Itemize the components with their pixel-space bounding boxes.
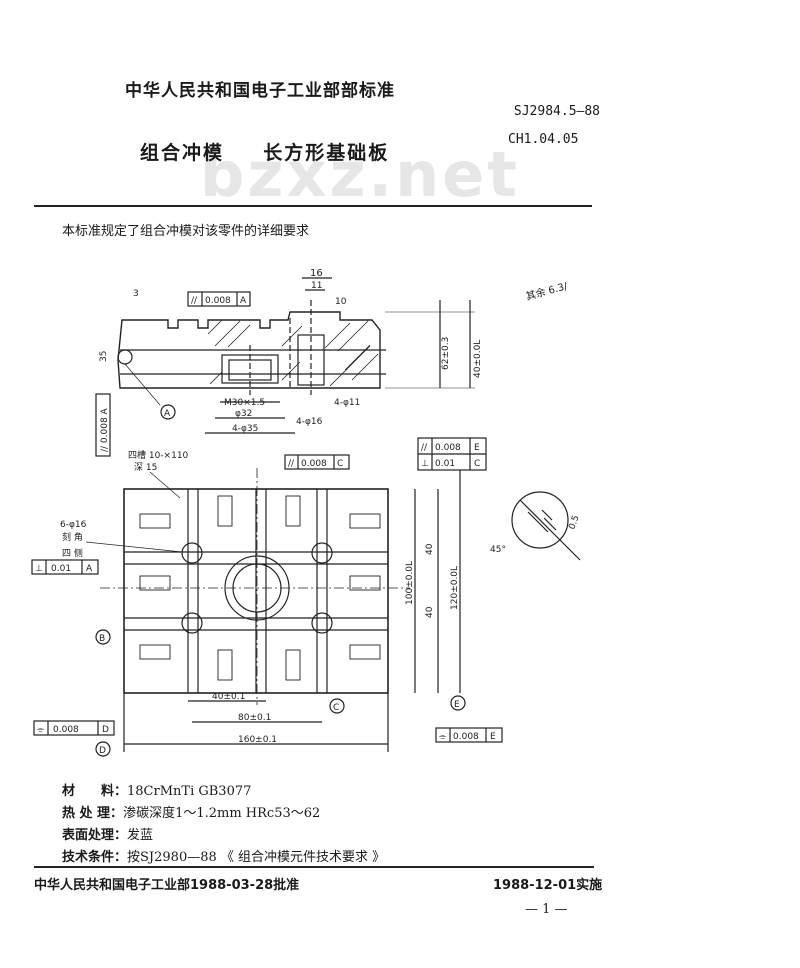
detail-view: 45° 0.5 — [490, 491, 582, 561]
datum-label-d: D — [99, 746, 106, 756]
footer-rule — [34, 866, 594, 868]
left-parallel-tolerance: // 0.008 A — [100, 407, 110, 452]
spec-key: 技术条件： — [62, 850, 128, 865]
right-tol-2-value: 0.01 — [435, 459, 455, 469]
document-title: 组合冲模 长方形基础板 — [140, 138, 389, 165]
page-number: — 1 — — [525, 902, 568, 917]
slot-depth: 深 15 — [134, 462, 157, 473]
dim-3: 3 — [133, 289, 139, 299]
right-tol-2-ref: C — [474, 459, 480, 469]
implementation-date: 1988-12-01实施 — [493, 878, 603, 893]
side-note: 四 侧 — [62, 547, 83, 559]
spec-row-heat-treatment: 热 处 理：渗碳深度1～1.2mm HRc53～62 — [62, 802, 320, 821]
dim-40-b: 40 — [425, 606, 435, 618]
dim-phi32: φ32 — [235, 409, 252, 419]
top-tol-value: 0.008 — [205, 296, 231, 306]
datum-label-b: B — [99, 634, 105, 644]
dim-4-phi35: 4-φ35 — [232, 424, 258, 434]
right-tol-1-symbol: // — [421, 443, 428, 453]
left-perp-value: 0.01 — [51, 564, 71, 574]
title-part-1: 组合冲模 — [140, 142, 225, 164]
standard-code: SJ2984.5—88 — [513, 104, 600, 119]
top-tol-ref: A — [240, 296, 247, 306]
right-tol-1-value: 0.008 — [435, 443, 461, 453]
top-tol-symbol: // — [191, 296, 198, 306]
dim-6-phi16-note: 刻 角 — [62, 531, 83, 543]
spec-row-technical-conditions: 技术条件：按SJ2980—88 《 组合冲模元件技术要求 》 — [62, 846, 385, 865]
center-tol-value: 0.008 — [301, 459, 327, 469]
issuing-organization: 中华人民共和国电子工业部部标准 — [125, 81, 395, 101]
datum-label-e: E — [454, 700, 460, 710]
dim-0-5: 0.5 — [567, 514, 581, 531]
plan-view: B C D E 四槽 10-×110 深 15 // 0.008 C // 0.… — [31, 437, 503, 757]
spec-value: 18CrMnTi GB3077 — [127, 784, 252, 799]
scope-statement: 本标准规定了组合冲模对该零件的详细要求 — [62, 224, 310, 239]
title-part-2: 长方形基础板 — [263, 142, 390, 164]
left-perp-symbol: ⊥ — [35, 564, 43, 574]
center-tol-symbol: // — [288, 459, 295, 469]
roughness-note: 其余 6.3/ — [524, 279, 569, 303]
dim-120: 120±0.0L — [450, 566, 460, 610]
dim-16: 16 — [310, 268, 323, 279]
dim-11: 11 — [311, 281, 322, 291]
dim-100: 100±0.0L — [405, 561, 415, 605]
flat-e-value: 0.008 — [453, 732, 479, 742]
dim-45-deg: 45° — [490, 545, 506, 555]
flat-d-ref: D — [102, 725, 109, 735]
right-tol-1-ref: E — [474, 443, 480, 453]
dim-80: 80±0.1 — [238, 713, 271, 723]
approval-statement: 中华人民共和国电子工业部1988-03-28批准 — [34, 878, 300, 893]
datum-label-c: C — [333, 703, 339, 713]
center-tol-ref: C — [337, 459, 343, 469]
dim-10: 10 — [335, 297, 347, 307]
dim-160: 160±0.1 — [238, 735, 277, 745]
spec-key: 表面处理： — [62, 828, 128, 843]
dim-40-top: 40±0.0L — [473, 340, 483, 378]
left-perp-ref: A — [86, 564, 93, 574]
spec-row-surface-treatment: 表面处理：发蓝 — [62, 824, 153, 843]
standard-subcode: CH1.04.05 — [508, 132, 579, 147]
slot-dimension: 四槽 10-×110 — [128, 449, 189, 461]
section-label-a: A — [164, 409, 171, 419]
section-view: A 16 11 3 10 35 62±0.3 40±0.0L M30×1.5 φ… — [95, 268, 569, 457]
right-tol-2-symbol: ⊥ — [421, 459, 429, 469]
spec-key: 热 处 理： — [62, 806, 124, 821]
watermark: bzxz.net — [200, 138, 520, 211]
spec-value: 发蓝 — [127, 828, 154, 843]
dim-40-bottom: 40±0.1 — [212, 692, 245, 702]
spec-key: 材 料： — [62, 784, 128, 799]
flat-e-symbol: ⌯ — [439, 732, 447, 742]
header-rule — [34, 205, 592, 207]
dim-35: 35 — [99, 351, 109, 362]
flat-d-value: 0.008 — [53, 725, 79, 735]
spec-value: 按SJ2980—88 《 组合冲模元件技术要求 》 — [127, 850, 386, 865]
flat-e-ref: E — [490, 732, 496, 742]
dim-6-phi16: 6-φ16 — [60, 520, 87, 530]
dim-62: 62±0.3 — [441, 337, 451, 370]
dim-m30: M30×1.5 — [224, 398, 265, 408]
spec-value: 渗碳深度1～1.2mm HRc53～62 — [123, 806, 321, 821]
spec-row-material: 材 料：18CrMnTi GB3077 — [62, 780, 251, 799]
dim-4-phi16: 4-φ16 — [296, 417, 323, 427]
flat-d-symbol: ⌯ — [37, 725, 45, 735]
dim-4-phi11: 4-φ11 — [334, 398, 360, 408]
dim-40-a: 40 — [425, 543, 435, 555]
